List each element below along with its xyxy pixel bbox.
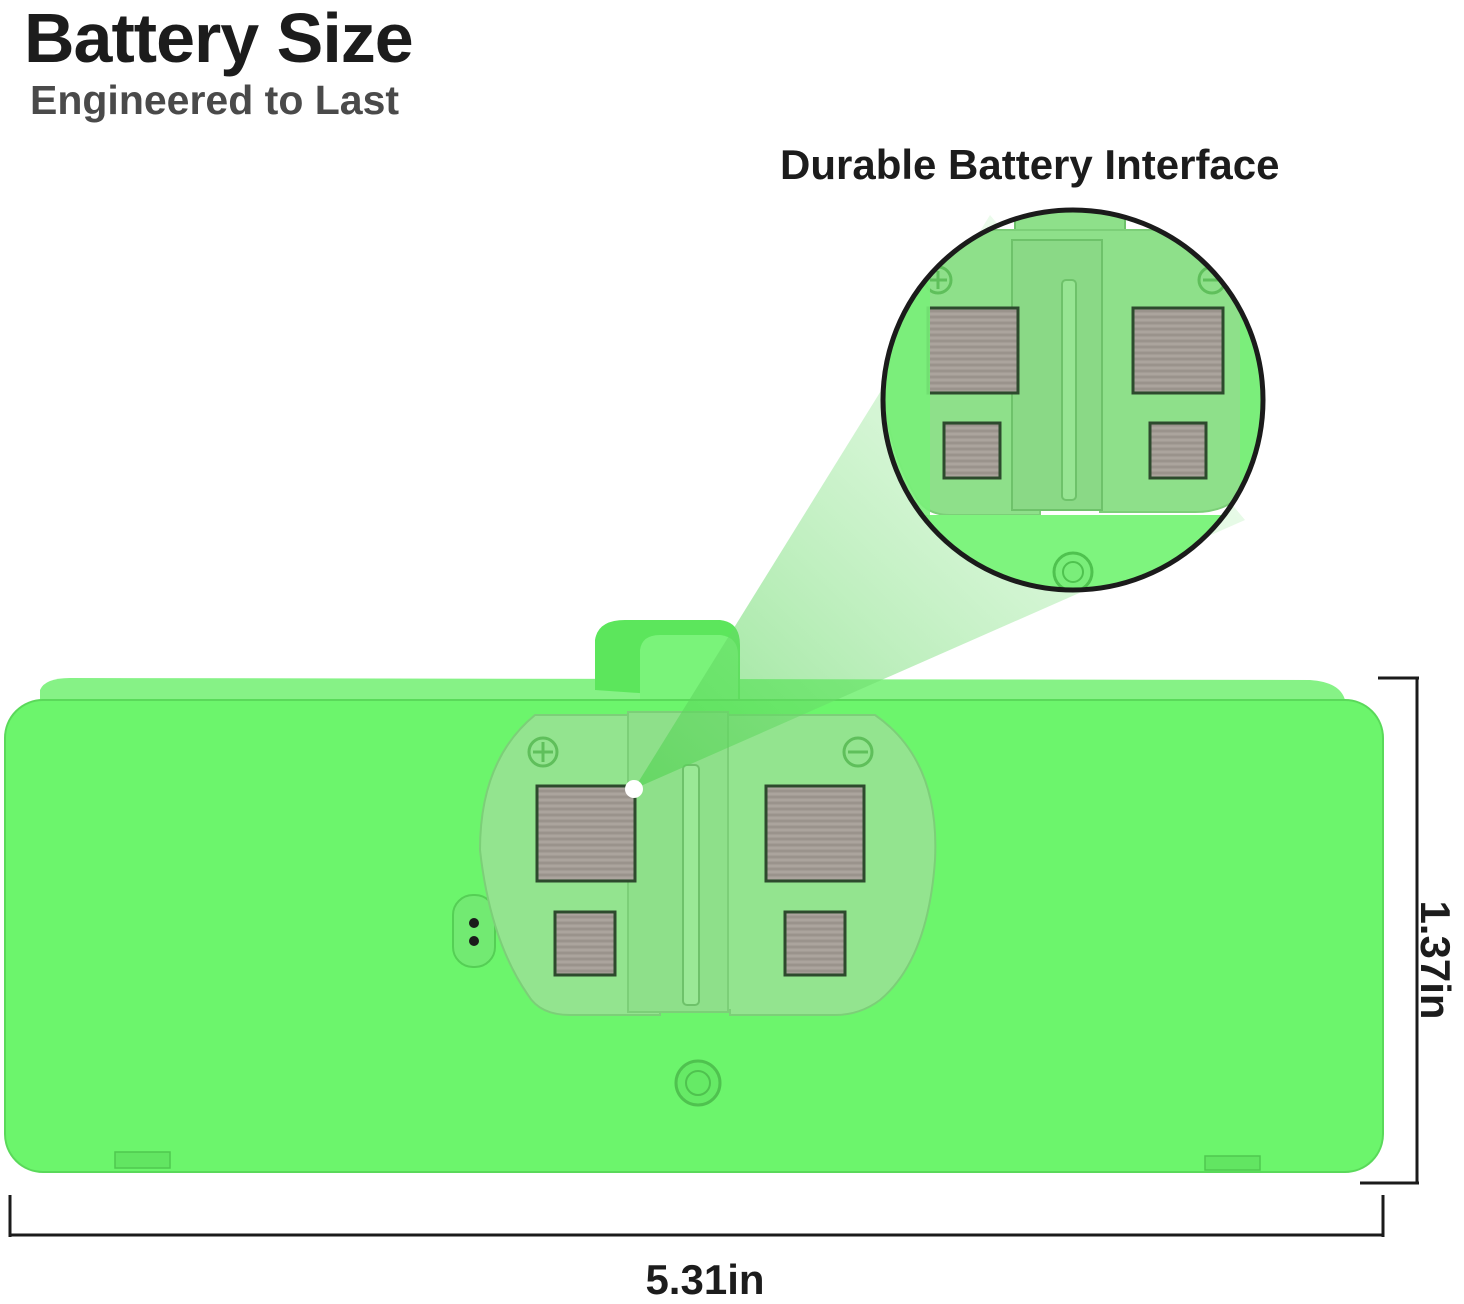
height-dimension-line [1360, 676, 1419, 1185]
width-dimension-label: 5.31in [645, 1256, 765, 1303]
battery-foot-left [114, 1151, 171, 1169]
screw-hole [674, 1059, 722, 1107]
focus-point [625, 780, 643, 798]
page-subtitle: Engineered to Last [30, 77, 400, 123]
plus-icon [527, 736, 559, 768]
interface-callout-label: Durable Battery Interface [780, 141, 1280, 188]
height-dimension-label: 1.37in [1412, 900, 1459, 1020]
terminal-negative-large [764, 784, 866, 883]
sensor-window [452, 894, 496, 968]
page-title: Battery Size [24, 0, 414, 77]
terminal-negative-small [783, 910, 847, 977]
terminal-positive-large [535, 784, 637, 883]
battery-foot-right [1204, 1155, 1261, 1171]
width-dimension-line [8, 1195, 1385, 1237]
minus-icon [842, 736, 874, 768]
terminal-positive-small [553, 910, 617, 977]
